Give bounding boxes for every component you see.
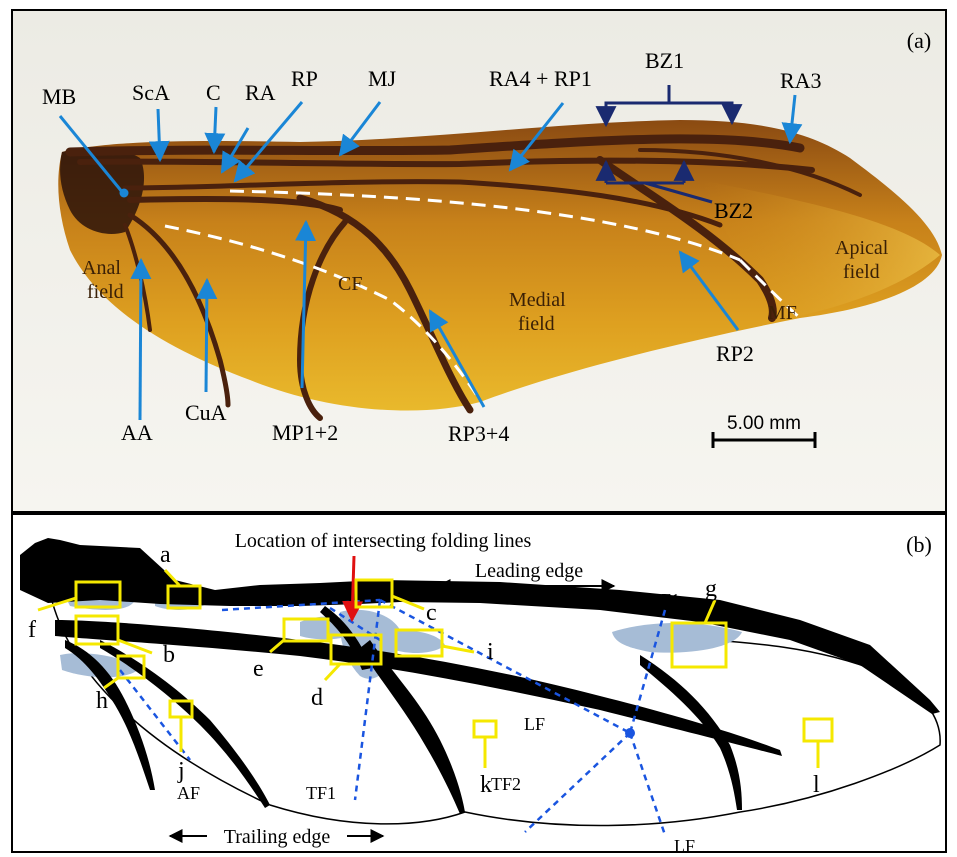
label-mb: MB <box>42 84 76 109</box>
letter-g: g <box>705 576 717 602</box>
label-aa: AA <box>121 420 153 445</box>
panel-a: (a) <box>12 10 946 512</box>
letter-c: c <box>426 600 437 626</box>
trailing-edge-label: Trailing edge <box>224 826 331 848</box>
label-lf-mid: LF <box>524 714 545 734</box>
label-anal-1: Anal <box>82 257 121 279</box>
label-apical-2: field <box>843 261 880 283</box>
leading-edge-label: Leading edge <box>475 560 583 582</box>
label-bz1: BZ1 <box>645 48 684 73</box>
letter-k: k <box>480 772 492 798</box>
letter-h: h <box>96 688 108 714</box>
label-medial-1: Medial <box>509 289 566 311</box>
diagram-title: Location of intersecting folding lines <box>235 530 532 552</box>
label-rp: RP <box>291 66 318 91</box>
label-ra3: RA3 <box>780 68 822 93</box>
letter-l: l <box>813 772 820 798</box>
letter-i: i <box>487 639 494 665</box>
label-rp34: RP3+4 <box>448 421 509 446</box>
label-lf-bottom: LF <box>674 836 695 856</box>
label-ra: RA <box>245 80 276 105</box>
label-rp2: RP2 <box>716 341 754 366</box>
label-tf1-bottom: TF1 <box>306 783 336 803</box>
label-ra4-rp1: RA4 + RP1 <box>489 66 592 91</box>
label-mj: MJ <box>368 66 397 91</box>
letter-f: f <box>28 617 36 643</box>
label-tf1-top: TF1 <box>650 590 680 610</box>
label-mp12: MP1+2 <box>272 420 338 445</box>
label-anal-2: field <box>87 281 124 303</box>
label-af: AF <box>177 783 200 803</box>
letter-d: d <box>311 685 323 711</box>
label-mf: MF <box>768 302 797 324</box>
label-medial-2: field <box>518 313 555 335</box>
label-sca: ScA <box>132 80 170 105</box>
letter-e: e <box>253 656 264 682</box>
label-cua: CuA <box>185 400 227 425</box>
label-tf2: TF2 <box>491 774 521 794</box>
panel-b-label: (b) <box>906 532 932 557</box>
letter-a: a <box>160 542 171 568</box>
label-cf: CF <box>338 273 362 295</box>
label-c: C <box>206 80 221 105</box>
panel-b: (b) <box>12 514 946 856</box>
letter-b: b <box>163 642 175 668</box>
label-bz2: BZ2 <box>714 198 753 223</box>
fold-intersection-dot <box>625 728 635 738</box>
scale-bar-label: 5.00 mm <box>727 413 801 434</box>
label-apical-1: Apical <box>835 237 889 259</box>
panel-a-label: (a) <box>907 28 931 53</box>
letter-j: j <box>177 758 185 784</box>
